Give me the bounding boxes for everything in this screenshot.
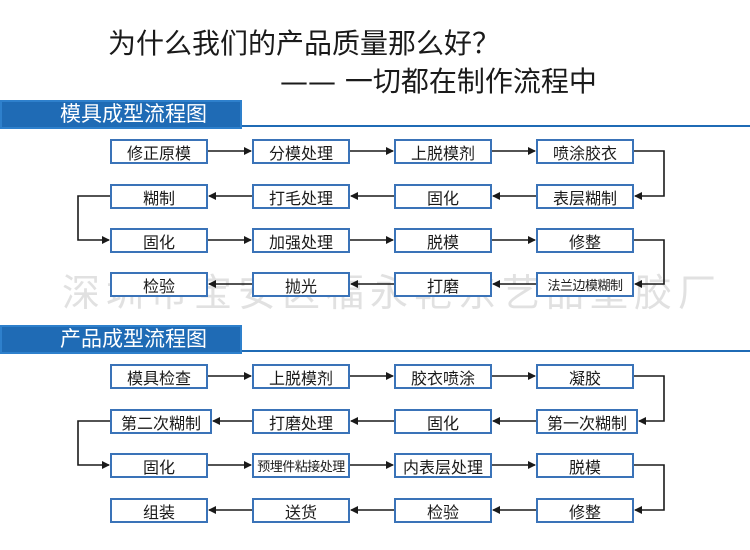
product-step-box: 第一次糊制 [536,409,638,434]
product-section-header: 产品成型流程图 [0,325,750,354]
mold-step-box: 表层糊制 [536,184,634,209]
mold-step-box: 脱模 [394,228,492,253]
arrow-turn-down [634,375,665,425]
product-step-box: 检验 [394,498,492,523]
mold-step-box: 分模处理 [252,139,350,164]
product-step-box: 固化 [110,453,208,478]
arrow-turn-down [77,420,110,469]
product-step-box: 打磨处理 [252,409,350,434]
mold-section-header: 模具成型流程图 [0,100,750,129]
product-step-box: 预埋件粘接处理 [252,453,350,478]
product-step-box: 脱模 [536,453,634,478]
arrow-turn-down [634,239,665,288]
product-step-box: 模具检查 [110,364,208,389]
arrow-turn-down [634,150,665,200]
product-step-box: 胶衣喷涂 [394,364,492,389]
title-line-2: —— 一切都在制作流程中 [280,65,597,98]
product-section-title: 产品成型流程图 [60,327,207,351]
product-step-box: 修整 [536,498,634,523]
product-step-box: 凝胶 [536,364,634,389]
product-step-box: 固化 [394,409,492,434]
mold-step-box: 检验 [110,272,208,297]
product-step-box: 内表层处理 [394,453,492,478]
mold-section-divider [242,125,750,127]
mold-step-box: 上脱模剂 [394,139,492,164]
mold-step-box: 修正原模 [110,139,208,164]
arrow-turn-down [77,195,110,244]
product-step-box: 第二次糊制 [110,409,212,434]
product-section-divider [242,350,750,352]
mold-section-title: 模具成型流程图 [60,102,207,126]
product-step-box: 组装 [110,498,208,523]
mold-step-box: 抛光 [252,272,350,297]
product-step-box: 送货 [252,498,350,523]
mold-step-box: 固化 [110,228,208,253]
mold-step-box: 法兰边模糊制 [536,272,634,297]
mold-step-box: 加强处理 [252,228,350,253]
arrow-turn-down [634,464,665,514]
mold-step-box: 糊制 [110,184,208,209]
mold-step-box: 打毛处理 [252,184,350,209]
product-step-box: 上脱模剂 [252,364,350,389]
mold-step-box: 修整 [536,228,634,253]
title-line-1: 为什么我们的产品质量那么好？ [108,27,501,60]
mold-step-box: 固化 [394,184,492,209]
mold-step-box: 打磨 [394,272,492,297]
mold-step-box: 喷涂胶衣 [536,139,634,164]
